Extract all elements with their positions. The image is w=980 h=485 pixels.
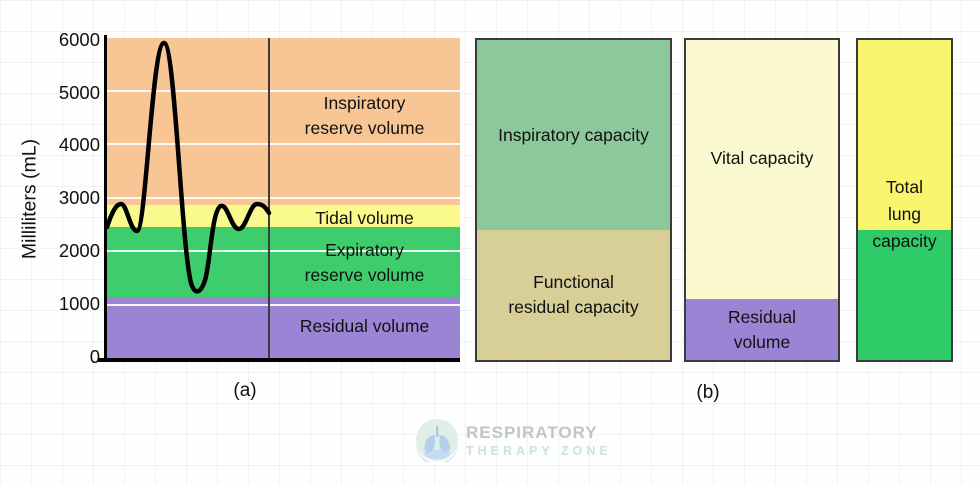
band-tidal-volume xyxy=(107,205,460,227)
segment-tlc-lower xyxy=(858,230,951,360)
y-tick-6000: 6000 xyxy=(58,29,100,50)
segment-label-line: volume xyxy=(733,331,791,352)
caption-panel-b: (b) xyxy=(696,382,720,403)
segment-residual-volume: Residual volume xyxy=(686,299,838,360)
segment-functional-residual-capacity: Functional residual capacity xyxy=(477,230,670,360)
label-line: Total xyxy=(886,177,923,197)
segment-label: Vital capacity xyxy=(710,148,814,168)
segment-vital-capacity: Vital capacity xyxy=(686,40,838,299)
x-axis-line xyxy=(98,358,460,362)
gridline-2000 xyxy=(107,250,460,252)
label-line: lung xyxy=(887,204,922,224)
y-tick-0: 0 xyxy=(89,346,100,367)
label-inspiratory-reserve-volume: Inspiratory reserve volume xyxy=(269,91,460,141)
lungs-logo-icon xyxy=(416,419,458,462)
segment-label-line: Residual xyxy=(727,306,797,327)
label-line: reserve volume xyxy=(304,265,425,285)
y-axis-title: Milliliters (mL) xyxy=(18,138,41,260)
label-line: Expiratory xyxy=(325,240,404,260)
y-tick-2000: 2000 xyxy=(58,240,100,261)
spirogram-chart: Inspiratory reserve volume Tidal volume … xyxy=(98,35,460,362)
label-line: Residual volume xyxy=(299,316,430,336)
segment-label-line: Functional xyxy=(533,272,614,292)
label-line: capacity xyxy=(872,231,937,251)
label-total-lung-capacity: Total lung capacity xyxy=(858,174,951,255)
caption-panel-a: (a) xyxy=(233,380,257,401)
watermark-text: RESPIRATORY THERAPY ZONE xyxy=(466,423,612,458)
segment-label: Inspiratory capacity xyxy=(498,124,649,145)
segment-label-line: residual capacity xyxy=(508,297,639,317)
respiratory-therapy-zone-watermark: RESPIRATORY THERAPY ZONE xyxy=(415,418,612,462)
gridline-3000 xyxy=(107,197,460,199)
band-expiratory-reserve-volume xyxy=(107,227,460,297)
spirogram-trace xyxy=(104,40,272,294)
band-residual-volume xyxy=(107,297,460,358)
label-line: Tidal volume xyxy=(315,208,414,228)
label-line: reserve volume xyxy=(304,118,425,138)
watermark-line1: RESPIRATORY xyxy=(466,422,598,442)
trace-label-divider-line xyxy=(268,38,270,358)
bar-total-lung-capacity: Total lung capacity xyxy=(856,38,953,362)
label-residual-volume: Residual volume xyxy=(269,314,460,339)
gridline-5000 xyxy=(107,90,460,92)
y-tick-5000: 5000 xyxy=(58,82,100,103)
y-tick-1000: 1000 xyxy=(58,293,100,314)
label-expiratory-reserve-volume: Expiratory reserve volume xyxy=(269,238,460,288)
label-line: Inspiratory xyxy=(323,93,406,113)
gridline-1000 xyxy=(107,304,460,306)
segment-tlc-upper xyxy=(858,40,951,230)
bar-inspiratory-capacity-frc: Inspiratory capacity Functional residual… xyxy=(475,38,672,362)
bar-vital-capacity-rv: Vital capacity Residual volume xyxy=(684,38,840,362)
y-tick-3000: 3000 xyxy=(58,187,100,208)
label-tidal-volume: Tidal volume xyxy=(269,206,460,231)
y-tick-4000: 4000 xyxy=(58,134,100,155)
watermark-line2: THERAPY ZONE xyxy=(466,443,612,458)
band-inspiratory-reserve-volume xyxy=(107,38,460,205)
y-axis-line xyxy=(104,35,107,361)
segment-inspiratory-capacity: Inspiratory capacity xyxy=(477,40,670,230)
gridline-4000 xyxy=(107,143,460,145)
